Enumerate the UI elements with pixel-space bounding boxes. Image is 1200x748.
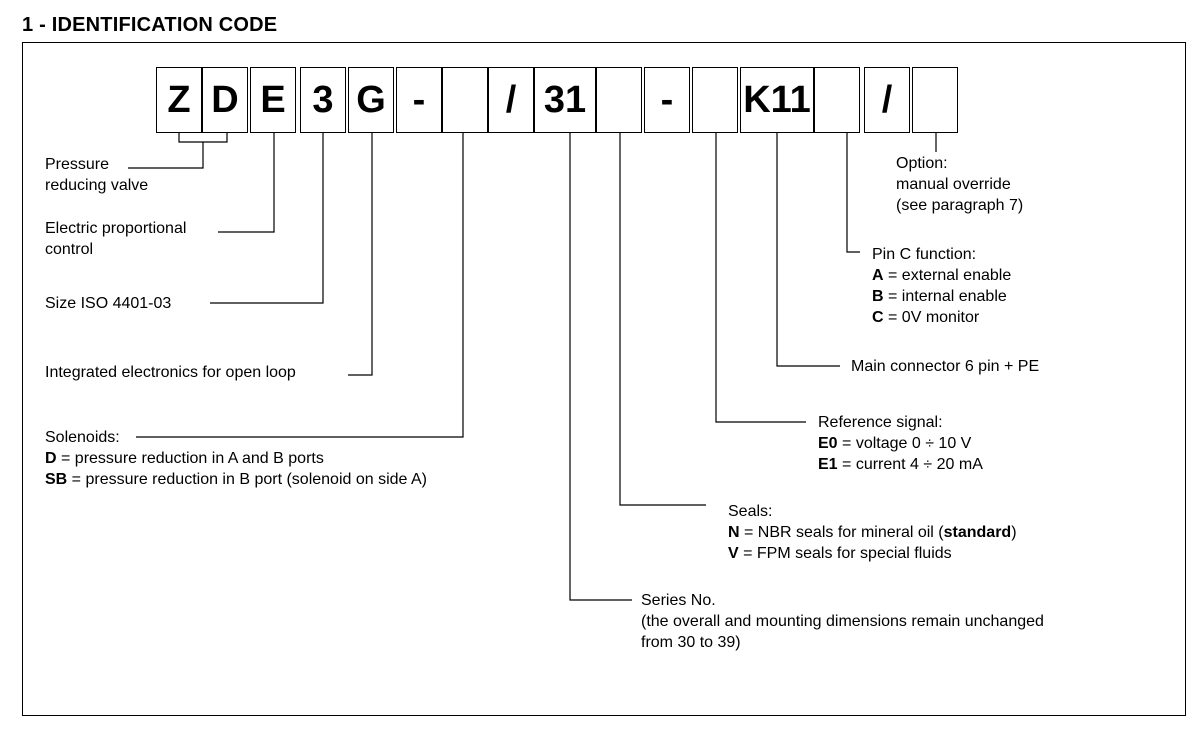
label-pressure-reducing-valve: Pressure reducing valve bbox=[45, 154, 148, 196]
label-heading: Reference signal: bbox=[818, 414, 943, 431]
option-text: = internal enable bbox=[883, 288, 1007, 305]
code-cell-4: 3 bbox=[300, 67, 346, 133]
seals-option-n: N = NBR seals for mineral oil (standard) bbox=[728, 522, 1017, 543]
label-line: (see paragraph 7) bbox=[896, 197, 1024, 214]
code-cell-15: / bbox=[864, 67, 910, 133]
code-cell-14 bbox=[814, 67, 860, 133]
option-key: D bbox=[45, 450, 57, 467]
label-line: Electric proportional bbox=[45, 220, 187, 237]
option-key: E0 bbox=[818, 435, 838, 452]
code-cell-1: Z bbox=[156, 67, 202, 133]
code-cell-3: E bbox=[250, 67, 296, 133]
reference-option-e1: E1 = current 4 ÷ 20 mA bbox=[818, 454, 983, 475]
option-text: = current 4 ÷ 20 mA bbox=[837, 456, 983, 473]
label-line: manual override bbox=[896, 176, 1011, 193]
code-cell-6: - bbox=[396, 67, 442, 133]
option-text: = external enable bbox=[883, 267, 1012, 284]
label-heading: Seals: bbox=[728, 503, 773, 520]
solenoid-option-sb: SB = pressure reduction in B port (solen… bbox=[45, 469, 427, 490]
option-key: E1 bbox=[818, 456, 838, 473]
option-key: C bbox=[872, 309, 884, 326]
code-cell-8: / bbox=[488, 67, 534, 133]
option-text: = NBR seals for mineral oil ( bbox=[739, 524, 944, 541]
option-text: = voltage 0 ÷ 10 V bbox=[837, 435, 972, 452]
option-text: ) bbox=[1011, 524, 1017, 541]
label-main-connector: Main connector 6 pin + PE bbox=[851, 358, 1040, 375]
label-size: Size ISO 4401-03 bbox=[45, 295, 172, 312]
label-option: Option: manual override (see paragraph 7… bbox=[896, 153, 1023, 216]
pin-c-option-c: C = 0V monitor bbox=[872, 307, 1011, 328]
label-heading: Pin C function: bbox=[872, 246, 977, 263]
label-series: Series No. (the overall and mounting dim… bbox=[641, 590, 1044, 653]
code-cell-11: - bbox=[644, 67, 690, 133]
label-heading: Series No. bbox=[641, 592, 716, 609]
option-key: N bbox=[728, 524, 740, 541]
code-cell-5: G bbox=[348, 67, 394, 133]
seals-option-v: V = FPM seals for special fluids bbox=[728, 543, 1017, 564]
code-cell-2: D bbox=[202, 67, 248, 133]
code-cell-16 bbox=[912, 67, 958, 133]
code-cell-12 bbox=[692, 67, 738, 133]
label-line: control bbox=[45, 241, 94, 258]
option-text: = pressure reduction in B port (solenoid… bbox=[67, 471, 427, 488]
label-reference-signal: Reference signal: E0 = voltage 0 ÷ 10 V … bbox=[818, 412, 983, 475]
option-key: A bbox=[872, 267, 884, 284]
label-line: reducing valve bbox=[45, 177, 149, 194]
code-cell-9: 31 bbox=[534, 67, 596, 133]
option-key: B bbox=[872, 288, 884, 305]
label-electronics: Integrated electronics for open loop bbox=[45, 364, 296, 381]
label-line: (the overall and mounting dimensions rem… bbox=[641, 613, 1044, 630]
reference-option-e0: E0 = voltage 0 ÷ 10 V bbox=[818, 433, 983, 454]
code-cell-7 bbox=[442, 67, 488, 133]
standard-marker: standard bbox=[943, 524, 1012, 541]
label-pin-c-function: Pin C function: A = external enable B = … bbox=[872, 244, 1011, 328]
label-heading: Option: bbox=[896, 155, 948, 172]
label-line: from 30 to 39) bbox=[641, 634, 741, 651]
label-seals: Seals: N = NBR seals for mineral oil (st… bbox=[728, 501, 1017, 564]
solenoid-option-d: D = pressure reduction in A and B ports bbox=[45, 448, 427, 469]
option-text: = pressure reduction in A and B ports bbox=[56, 450, 324, 467]
option-text: = FPM seals for special fluids bbox=[738, 545, 952, 562]
label-electric-control: Electric proportional control bbox=[45, 218, 186, 260]
pin-c-option-a: A = external enable bbox=[872, 265, 1011, 286]
label-solenoids: Solenoids: D = pressure reduction in A a… bbox=[45, 427, 427, 490]
code-cell-10 bbox=[596, 67, 642, 133]
section-title: 1 - IDENTIFICATION CODE bbox=[22, 14, 278, 36]
pin-c-option-b: B = internal enable bbox=[872, 286, 1011, 307]
option-key: SB bbox=[45, 471, 68, 488]
option-text: = 0V monitor bbox=[883, 309, 980, 326]
label-heading: Solenoids: bbox=[45, 429, 120, 446]
label-line: Pressure bbox=[45, 156, 110, 173]
diagram-frame bbox=[22, 42, 1186, 716]
option-key: V bbox=[728, 545, 739, 562]
code-cell-13: K11 bbox=[740, 67, 814, 133]
